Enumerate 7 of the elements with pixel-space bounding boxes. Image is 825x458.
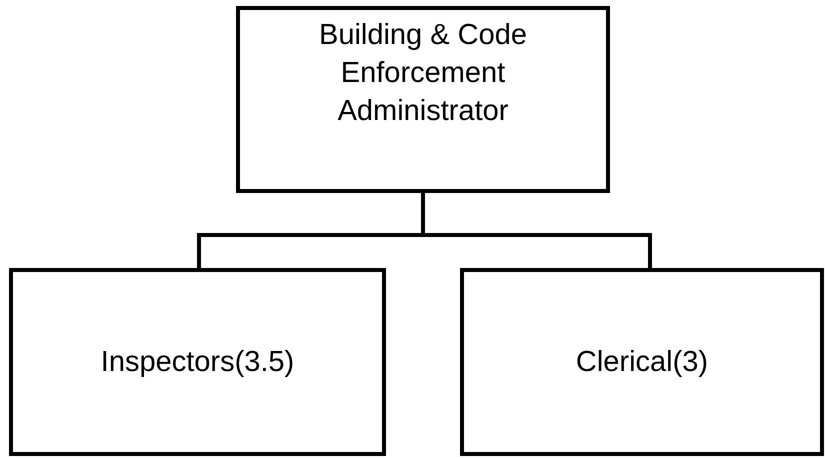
- org-box: [460, 268, 824, 456]
- org-box: [9, 268, 386, 456]
- role-title: Inspectors(3.5): [100, 345, 294, 380]
- role-title: Building & Code Enforcement Administrator: [318, 18, 528, 129]
- role-title: Clerical(3): [576, 345, 708, 380]
- org-box: [236, 6, 610, 193]
- connector-line: [421, 193, 652, 268]
